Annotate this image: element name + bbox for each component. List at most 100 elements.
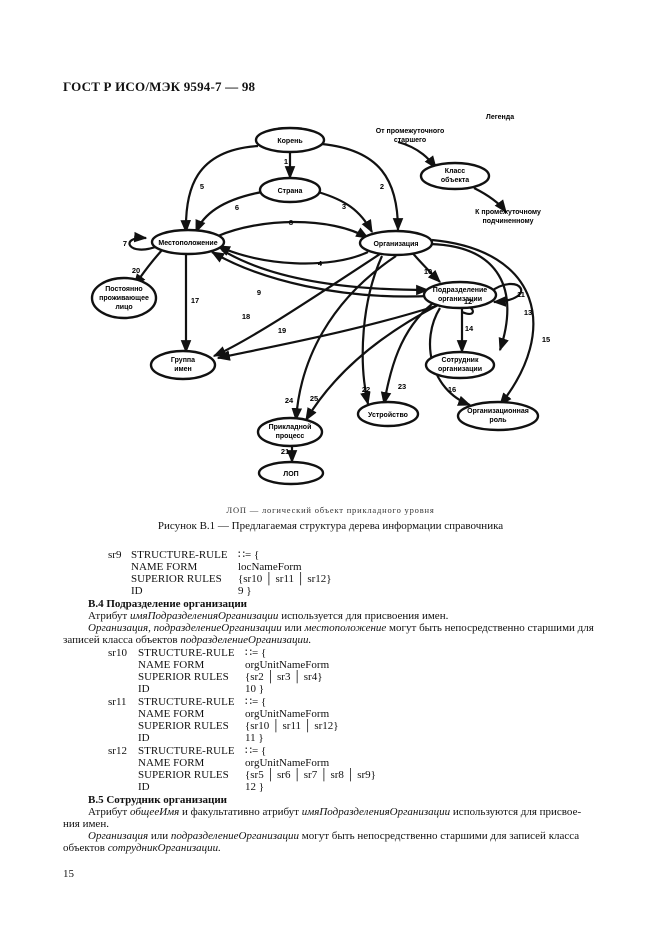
label-org-role-1: Организационная	[467, 408, 529, 415]
rule-nf-value: locNameForm	[238, 561, 302, 573]
edge-5	[180, 144, 259, 234]
paragraph-b5-2-cont: объектов сотрудникОрганизации.	[63, 842, 221, 854]
legend-to-1: К промежуточному	[475, 209, 541, 216]
rule-id-label: ID	[138, 683, 150, 695]
class-name: местоположение	[304, 622, 387, 634]
label-device: Устройство	[368, 411, 408, 419]
rule-sup-label: SUPERIOR RULES	[138, 769, 229, 781]
text: могут быть непосредственно старшими для …	[299, 830, 580, 842]
class-name: подразделениеОрганизации	[170, 830, 300, 842]
label-app-process-1: Прикладной	[269, 423, 312, 431]
rule-nf-label: NAME FORM	[138, 708, 205, 720]
edge-label: 9	[257, 288, 261, 297]
rule-keyword: STRUCTURE-RULE	[138, 647, 235, 659]
class-names: Организация, подразделениеОрганизации	[88, 622, 282, 634]
rule-assign: ∷= {	[238, 549, 260, 561]
edge-label: 21	[281, 447, 289, 456]
label-group-1: Группа	[171, 357, 195, 364]
paragraph-b5-1-cont: ния имен.	[63, 818, 109, 830]
label-org-person-2: организации	[438, 366, 482, 373]
label-org-role-2: роль	[489, 417, 507, 424]
node-lop	[257, 460, 325, 486]
edge-label: 1	[284, 157, 288, 166]
label-organization: Организация	[373, 241, 418, 248]
rule-id: sr9	[108, 549, 122, 561]
rule-id-value: 12 }	[245, 781, 265, 793]
rule-keyword: STRUCTURE-RULE	[131, 549, 228, 561]
legend-class-1: Класс	[445, 168, 466, 175]
edge-label: 18	[242, 312, 250, 321]
text: или	[281, 622, 305, 634]
rule-id-label: ID	[138, 781, 150, 793]
rule-id: sr10	[108, 647, 127, 659]
rule-nf-label: NAME FORM	[138, 757, 205, 769]
legend-from-1: От промежуточного	[376, 128, 445, 135]
class-name: сотрудникОрганизации.	[107, 842, 221, 854]
edge-label: 23	[398, 382, 406, 391]
rule-assign: ∷= {	[245, 696, 267, 708]
label-locality: Местоположение	[158, 240, 217, 247]
edge-label: 2	[380, 182, 384, 191]
diagram-edges	[128, 140, 535, 464]
rule-sup-value: {sr10 │ sr11 │ sr12}	[245, 720, 339, 732]
class-name: подразделениеОрганизации.	[180, 634, 312, 646]
rule-sup-label: SUPERIOR RULES	[138, 720, 229, 732]
rule-nf-value: orgUnitNameForm	[245, 708, 330, 720]
label-root: Корень	[277, 138, 303, 145]
text: могут быть непосредственно старшими для	[386, 622, 594, 634]
edge-7	[128, 231, 159, 251]
rule-sup-label: SUPERIOR RULES	[138, 671, 229, 683]
rule-nf-value: orgUnitNameForm	[245, 659, 330, 671]
rule-nf-label: NAME FORM	[131, 561, 198, 573]
node-root	[254, 126, 326, 154]
edge-label: 3	[342, 202, 346, 211]
node-device	[356, 400, 420, 428]
text: используется для присвоения имен.	[278, 610, 449, 622]
legend-to-2: подчиненному	[483, 218, 534, 225]
attribute-name: имяПодразделенияОрганизации	[301, 806, 451, 818]
node-org-unit	[422, 280, 498, 310]
legend-class-node	[419, 161, 491, 191]
edge-2	[321, 142, 404, 232]
edge-label: 17	[191, 296, 199, 305]
edge-label: 10	[424, 267, 432, 276]
page-number: 15	[63, 868, 74, 880]
rule-keyword: STRUCTURE-RULE	[138, 745, 235, 757]
edge-label: 24	[285, 396, 294, 405]
edge-25	[305, 303, 441, 422]
abbreviation-note: ЛОП — логический объект прикладного уров…	[226, 505, 435, 515]
edge-15	[431, 238, 535, 407]
edge-label: 14	[465, 324, 474, 333]
edge-labels: 1 2 3 4 5 6 7 8 9 10 11 12 13 14 15 16 1…	[123, 157, 550, 456]
edge-label: 4	[318, 259, 323, 268]
edge-label: 19	[278, 326, 286, 335]
edge-24	[291, 255, 397, 422]
rule-keyword: STRUCTURE-RULE	[138, 696, 235, 708]
edge-19	[216, 304, 437, 361]
rule-sup-label: SUPERIOR RULES	[131, 573, 222, 585]
text: и факультативно атрибут	[179, 806, 302, 818]
edge-10b	[409, 249, 441, 283]
node-residential-person	[90, 276, 158, 320]
edge-label: 16	[448, 385, 456, 394]
edge-label: 5	[200, 182, 204, 191]
rule-sup-value: {sr10 │ sr11 │ sr12}	[238, 573, 332, 585]
node-org-role	[456, 400, 540, 432]
edge-label: 6	[235, 203, 239, 212]
label-org-person-1: Сотрудник	[442, 357, 479, 364]
edge-8	[217, 220, 370, 239]
paragraph-b4-1: Атрибут имяПодразделенияОрганизации испо…	[88, 610, 448, 622]
paragraph-b5-1: Атрибут общееИмя и факультативно атрибут…	[88, 806, 581, 818]
rule-sup-value: {sr2 │ sr3 │ sr4}	[245, 671, 323, 683]
edge-13	[429, 242, 509, 352]
edge-label: 11	[517, 290, 525, 299]
rule-id-value: 9 }	[238, 585, 252, 597]
legend-labels: Легенда От промежуточного старшего К про…	[376, 114, 541, 225]
legend-from-2: старшего	[394, 137, 426, 144]
rule-nf-label: NAME FORM	[138, 659, 205, 671]
label-residential-1: Постоянно	[105, 286, 142, 293]
paragraph-b4-2: Организация, подразделениеОрганизации ил…	[88, 622, 594, 634]
rule-id-value: 11 }	[245, 732, 264, 744]
edge-label: 8	[289, 218, 293, 227]
edge-3	[317, 190, 373, 234]
